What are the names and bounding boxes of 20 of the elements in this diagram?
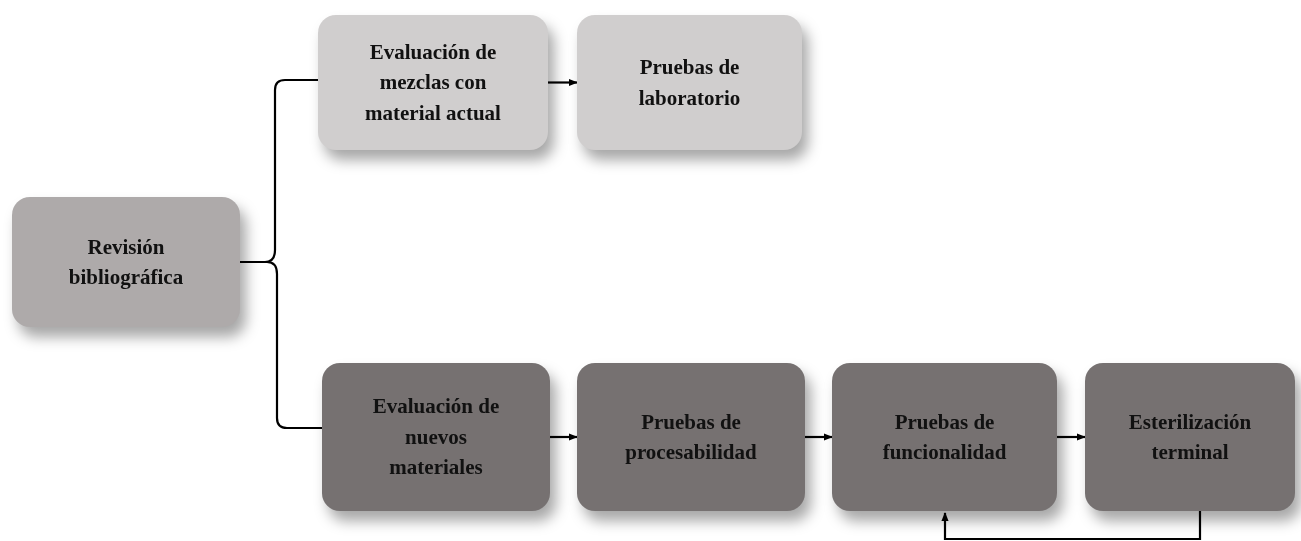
process-box — [832, 363, 1057, 511]
box-label: Esterilización terminal — [1127, 408, 1253, 466]
process-box — [577, 15, 802, 150]
arrow — [550, 433, 578, 441]
box-label: Evaluación de mezclas con material actual — [364, 38, 502, 127]
process-box — [322, 363, 550, 511]
arrow — [805, 433, 833, 441]
arrow — [548, 78, 578, 87]
process-box — [318, 15, 548, 150]
box-label: Pruebas de funcionalidad — [881, 408, 1008, 466]
box-label: Evaluación de nuevos materiales — [371, 393, 501, 482]
brace-connector — [240, 260, 322, 430]
arrow — [1057, 433, 1086, 441]
box-label: Pruebas de procesabilidad — [624, 408, 758, 466]
arrow — [941, 511, 1202, 541]
process-box — [577, 363, 805, 511]
box-label: Pruebas de laboratorio — [637, 54, 742, 112]
box-label: Revisión bibliográfica — [67, 233, 185, 291]
process-box — [1085, 363, 1295, 511]
process-box — [12, 197, 240, 327]
